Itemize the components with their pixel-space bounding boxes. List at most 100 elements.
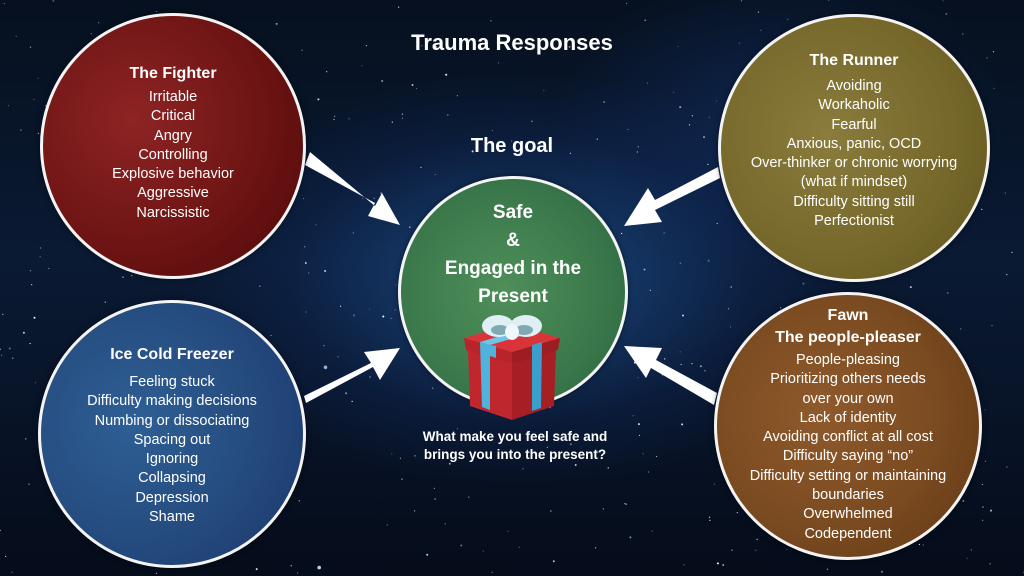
star [333,118,335,120]
star [585,46,587,48]
list-item: Explosive behavior [112,166,234,183]
star [756,538,758,541]
list-item: boundaries [812,487,884,504]
list-item: Depression [135,489,209,506]
star [468,496,470,498]
star [550,510,552,512]
list-item: Critical [150,108,196,125]
star [624,503,626,505]
list-item: Difficulty making decisions [87,393,257,410]
star [411,84,414,86]
star [632,415,634,417]
star [353,314,355,317]
star [982,519,984,521]
star [362,197,364,200]
star [647,471,650,473]
star [447,114,449,116]
arrow-fighter-to-goal [305,152,400,225]
star [12,357,14,359]
star [707,259,710,262]
list-item: Difficulty saying “no” [782,448,914,465]
star [456,428,458,430]
list-item: Difficulty setting or maintaining [749,467,947,484]
list-item: Overwhelmed [803,506,893,523]
star [401,478,403,480]
star [962,500,965,502]
star [642,453,644,455]
list-item: Avoiding [826,78,882,94]
star [992,51,995,53]
star [348,118,350,120]
star [351,400,353,402]
star [531,120,533,122]
star [352,232,354,234]
star [432,387,434,389]
star [626,2,628,4]
star [456,95,458,97]
star [981,208,983,210]
star [337,356,339,358]
star [787,18,789,20]
star [986,57,988,59]
page-title: Trauma Responses [411,30,613,55]
star [448,462,451,465]
list-item: Numbing or dissociating [94,412,250,429]
star [48,267,50,270]
star [984,460,987,462]
star [324,270,327,272]
star [1,354,3,356]
star [574,464,577,466]
star [7,105,9,107]
star [682,314,684,317]
list-item: Perfectionist [814,213,894,230]
star [664,358,666,360]
star [729,326,732,328]
freezer-title: Ice Cold Freezer [110,346,234,363]
star [569,152,572,154]
star [688,124,691,126]
list-item: Angry [154,127,192,144]
star [255,568,258,571]
star [731,549,733,551]
star [643,268,646,271]
star [409,226,411,228]
star [0,529,1,531]
star [649,289,652,291]
star [727,308,730,310]
star [297,572,299,574]
star [786,548,788,550]
star [716,222,718,225]
star [522,468,524,470]
star [20,129,22,131]
list-item: Spacing out [133,431,211,448]
star [345,392,348,395]
star [421,45,423,47]
star [677,45,679,48]
list-item: over your own [802,390,894,407]
star [122,276,124,278]
star [340,305,342,307]
star [708,116,710,118]
star [716,100,718,102]
star [361,65,363,67]
star [826,568,829,570]
star [918,543,921,546]
star [368,308,371,310]
star [305,311,307,313]
star [290,565,292,567]
star [942,0,944,2]
star [434,498,436,500]
list-item: Irritable [148,89,198,105]
star [334,115,336,117]
star [381,80,384,82]
list-item: Controlling [138,146,208,163]
star [416,87,418,90]
star [991,325,993,327]
gift-icon [464,315,560,420]
star [323,365,328,370]
